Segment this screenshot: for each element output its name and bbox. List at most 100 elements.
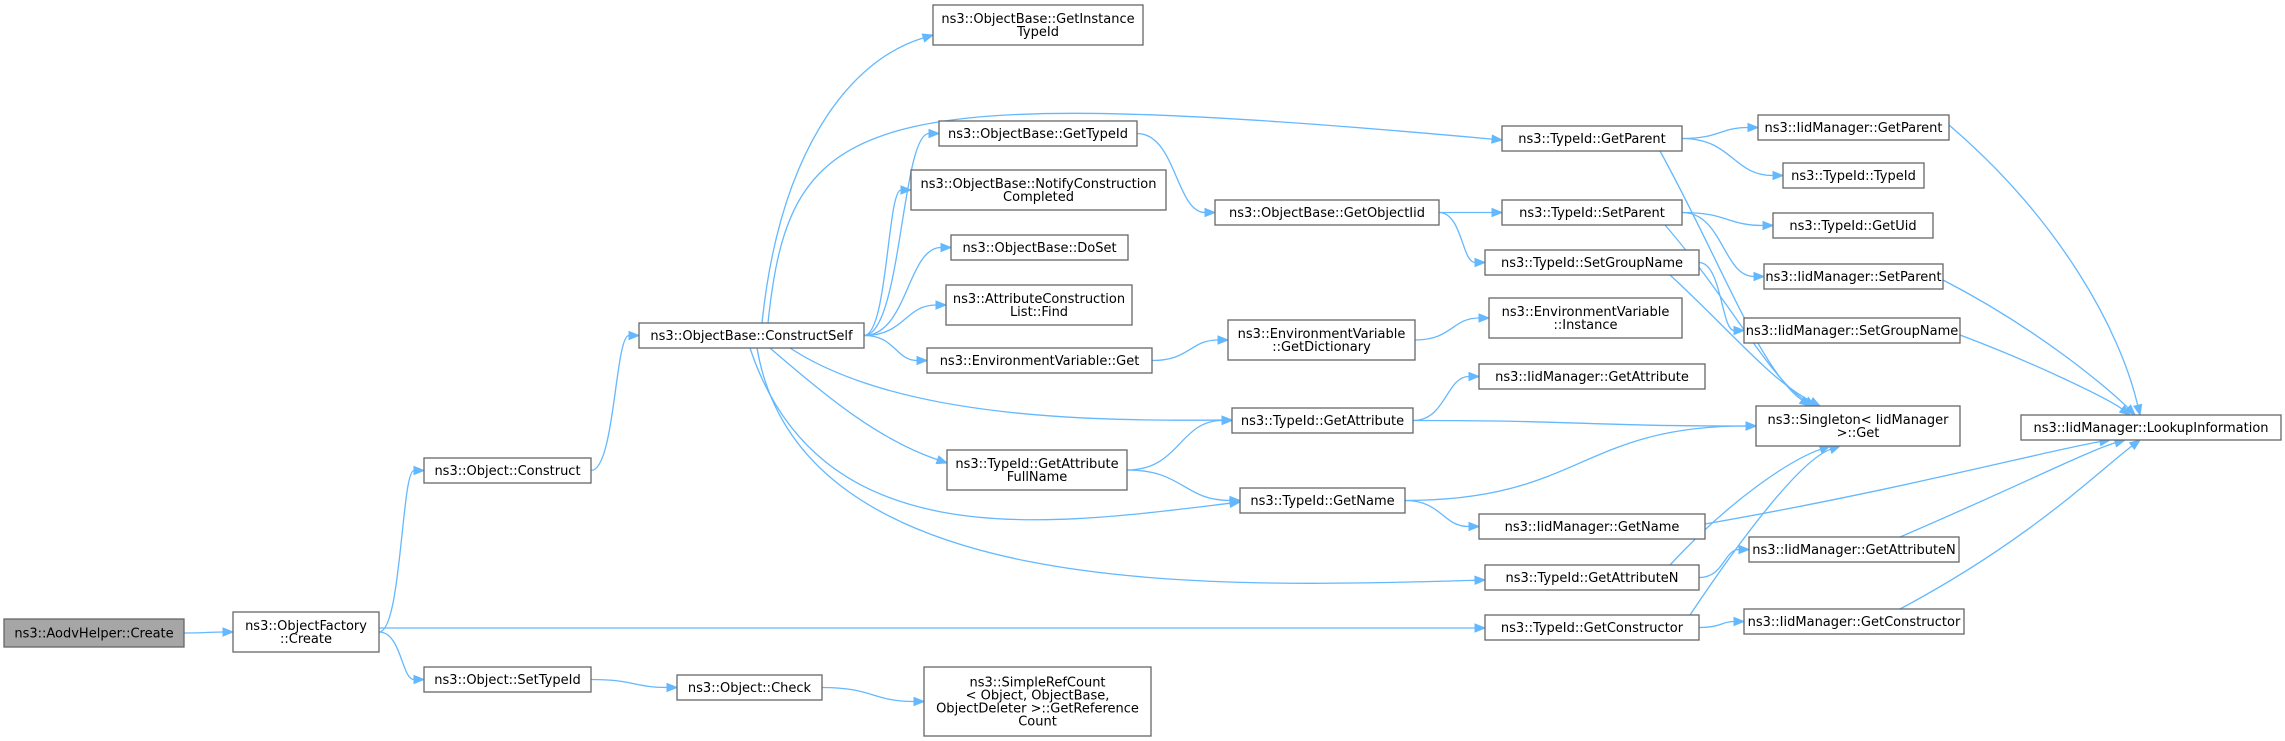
edge-objectbase-constructself-to-objectbase-getinstancetypeid — [761, 33, 935, 324]
edge-typeid-getattribute-to-iidmanager-getattribute-arrowhead — [1468, 371, 1481, 382]
node-objectbase-doset-label-line: ns3::ObjectBase::DoSet — [962, 241, 1116, 256]
edge-objectbase-constructself-to-objectbase-doset-line — [863, 246, 942, 337]
edge-objectfactory-create-to-object-construct-arrowhead — [413, 465, 426, 476]
node-iidmanager-lookupinformation[interactable]: ns3::IidManager::LookupInformation — [2020, 414, 2282, 441]
edge-typeid-getconstructor-to-singleton-get — [1689, 444, 1842, 616]
node-iidmanager-setgroupname[interactable]: ns3::IidManager::SetGroupName — [1743, 317, 1961, 344]
edge-typeid-getattributen-to-iidmanager-getattributen-arrowhead — [1738, 544, 1751, 555]
edge-objectbase-constructself-to-environmentvariable-get — [863, 334, 929, 366]
edge-objectbase-constructself-to-environmentvariable-get-line — [863, 334, 918, 362]
node-aodv-create-label-line: ns3::AodvHelper::Create — [14, 627, 173, 642]
node-aodv-create[interactable]: ns3::AodvHelper::Create — [3, 618, 185, 648]
edge-iidmanager-getattributen-to-iidmanager-lookupinformation-line — [1899, 442, 2116, 538]
edge-objectfactory-create-to-object-construct-line — [378, 469, 415, 633]
edge-objectbase-constructself-to-typeid-getname — [749, 347, 1242, 521]
edge-typeid-getname-to-iidmanager-getname-line — [1404, 499, 1470, 528]
node-typeid-getname[interactable]: ns3::TypeId::GetName — [1239, 487, 1406, 514]
node-typeid-getattributen[interactable]: ns3::TypeId::GetAttributeN — [1484, 564, 1700, 591]
node-objectbase-gettypeid-label-line: ns3::ObjectBase::GetTypeId — [948, 127, 1128, 142]
edge-objectbase-constructself-to-typeid-getattributen — [756, 347, 1487, 586]
node-typeid-typeid[interactable]: ns3::TypeId::TypeId — [1782, 162, 1925, 189]
node-environmentvariable-getdictionary-label-line: ::GetDictionary — [1272, 340, 1371, 355]
edge-typeid-getattributefullname-to-typeid-getattribute — [1126, 415, 1234, 471]
node-objectbase-gettypeid[interactable]: ns3::ObjectBase::GetTypeId — [938, 120, 1138, 147]
node-typeid-setparent[interactable]: ns3::TypeId::SetParent — [1501, 199, 1683, 226]
node-iidmanager-getname[interactable]: ns3::IidManager::GetName — [1478, 513, 1706, 540]
node-environmentvariable-get[interactable]: ns3::EnvironmentVariable::Get — [926, 347, 1153, 374]
node-objectbase-constructself[interactable]: ns3::ObjectBase::ConstructSelf — [638, 322, 865, 349]
node-typeid-getconstructor[interactable]: ns3::TypeId::GetConstructor — [1484, 614, 1700, 641]
edge-object-check-to-simplerefcount-getreferencecount-line — [821, 686, 915, 703]
node-object-construct[interactable]: ns3::Object::Construct — [423, 457, 592, 484]
edge-objectfactory-create-to-object-settypeid-line — [378, 631, 415, 681]
node-object-check-label-line: ns3::Object::Check — [688, 681, 812, 696]
node-object-settypeid-box — [423, 666, 592, 693]
node-iidmanager-getconstructor[interactable]: ns3::IidManager::GetConstructor — [1743, 608, 1965, 635]
node-typeid-getattribute-label-line: ns3::TypeId::GetAttribute — [1241, 414, 1404, 429]
edge-typeid-getname-to-singleton-get — [1404, 421, 1758, 502]
node-object-settypeid[interactable]: ns3::Object::SetTypeId — [423, 666, 592, 693]
edge-typeid-getparent-to-typeid-typeid-arrowhead — [1772, 170, 1785, 181]
node-singleton-get-box — [1755, 405, 1961, 447]
node-environmentvariable-instance-label-line: ::Instance — [1553, 318, 1617, 333]
node-iidmanager-lookupinformation-box — [2020, 414, 2282, 441]
edge-objectbase-constructself-to-attributeconstructionlist-find-arrowhead — [935, 300, 948, 310]
edge-iidmanager-getattributen-to-iidmanager-lookupinformation — [1899, 438, 2127, 538]
edge-iidmanager-setparent-to-iidmanager-lookupinformation — [1942, 279, 2136, 416]
edge-iidmanager-getparent-to-iidmanager-lookupinformation-line — [1948, 124, 2139, 406]
edge-object-construct-to-objectbase-constructself-arrowhead — [628, 330, 641, 341]
node-typeid-typeid-label-line: ns3::TypeId::TypeId — [1791, 169, 1916, 184]
node-iidmanager-getattribute[interactable]: ns3::IidManager::GetAttribute — [1478, 363, 1706, 390]
node-singleton-get-label-line: ns3::Singleton< IidManager — [1767, 413, 1949, 428]
node-iidmanager-setparent[interactable]: ns3::IidManager::SetParent — [1763, 263, 1944, 290]
node-typeid-typeid-box — [1782, 162, 1925, 189]
node-objectbase-doset[interactable]: ns3::ObjectBase::DoSet — [950, 234, 1129, 261]
node-typeid-getattributefullname-box — [946, 449, 1128, 491]
node-typeid-getuid-box — [1772, 212, 1934, 239]
node-typeid-getparent[interactable]: ns3::TypeId::GetParent — [1501, 125, 1683, 152]
node-singleton-get[interactable]: ns3::Singleton< IidManager >::Get — [1755, 405, 1961, 447]
node-typeid-setgroupname-box — [1484, 249, 1700, 276]
edge-object-settypeid-to-object-check — [590, 678, 679, 693]
node-objectbase-getinstancetypeid-label-line: TypeId — [1016, 25, 1059, 40]
node-environmentvariable-getdictionary-box — [1227, 319, 1416, 361]
node-typeid-setgroupname-label-line: ns3::TypeId::SetGroupName — [1501, 256, 1683, 271]
node-iidmanager-getparent[interactable]: ns3::IidManager::GetParent — [1757, 114, 1950, 141]
edge-objectbase-constructself-to-typeid-getparent — [767, 112, 1504, 324]
edge-objectbase-gettypeid-to-objectbase-getobjectiid-arrowhead — [1204, 207, 1217, 218]
node-typeid-getconstructor-label-line: ns3::TypeId::GetConstructor — [1501, 621, 1684, 636]
edge-objectfactory-create-to-object-construct — [378, 465, 426, 633]
node-iidmanager-getattribute-box — [1478, 363, 1706, 390]
node-environmentvariable-instance[interactable]: ns3::EnvironmentVariable::Instance — [1488, 297, 1683, 339]
node-objectfactory-create[interactable]: ns3::ObjectFactory::Create — [232, 611, 380, 653]
node-attributeconstructionlist-find-label-line: List::Find — [1010, 305, 1068, 320]
node-object-check[interactable]: ns3::Object::Check — [676, 674, 823, 701]
node-typeid-setgroupname[interactable]: ns3::TypeId::SetGroupName — [1484, 249, 1700, 276]
edge-objectbase-constructself-to-typeid-getname-line — [749, 347, 1231, 521]
node-objectbase-constructself-box — [638, 322, 865, 349]
node-environmentvariable-instance-box — [1488, 297, 1683, 339]
node-objectbase-getobjectiid[interactable]: ns3::ObjectBase::GetObjectIid — [1214, 199, 1440, 226]
edge-environmentvariable-getdictionary-to-environmentvariable-instance-arrowhead — [1478, 313, 1491, 323]
edge-objectbase-constructself-to-objectbase-notifyconstructioncompleted-arrowhead — [900, 185, 913, 195]
node-iidmanager-getattributen-label-line: ns3::IidManager::GetAttributeN — [1752, 543, 1956, 558]
node-iidmanager-getattributen[interactable]: ns3::IidManager::GetAttributeN — [1748, 536, 1960, 563]
edge-objectbase-constructself-to-objectbase-gettypeid-line — [863, 132, 930, 337]
node-iidmanager-setgroupname-label-line: ns3::IidManager::SetGroupName — [1746, 324, 1959, 339]
node-objectbase-notifyconstructioncompleted[interactable]: ns3::ObjectBase::NotifyConstructionCompl… — [910, 169, 1167, 211]
edge-iidmanager-getconstructor-to-iidmanager-lookupinformation — [1899, 439, 2142, 610]
node-simplerefcount-getreferencecount[interactable]: ns3::SimpleRefCount< Object, ObjectBase,… — [923, 666, 1152, 737]
edge-objectbase-getobjectiid-to-typeid-setgroupname-arrowhead — [1474, 257, 1487, 268]
edge-objectbase-constructself-to-objectbase-notifyconstructioncompleted — [863, 185, 913, 337]
node-attributeconstructionlist-find-label-line: ns3::AttributeConstruction — [953, 292, 1125, 307]
node-typeid-getuid[interactable]: ns3::TypeId::GetUid — [1772, 212, 1934, 239]
node-typeid-setparent-box — [1501, 199, 1683, 226]
node-environmentvariable-getdictionary[interactable]: ns3::EnvironmentVariable::GetDictionary — [1227, 319, 1416, 361]
node-typeid-getattribute[interactable]: ns3::TypeId::GetAttribute — [1231, 407, 1414, 434]
node-iidmanager-getparent-box — [1757, 114, 1950, 141]
edge-typeid-setparent-to-iidmanager-setparent — [1681, 211, 1766, 282]
edge-aodv-create-to-objectfactory-create — [183, 627, 235, 637]
